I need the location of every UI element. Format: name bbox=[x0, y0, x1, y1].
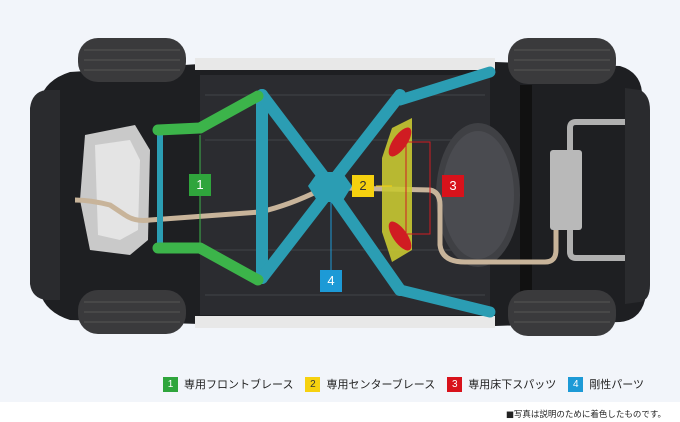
underbody-diagram: 1 2 3 4 1 専用フロントブレース 2 専用センターブレース 3 専用床下… bbox=[0, 0, 680, 402]
wheels bbox=[78, 38, 616, 336]
legend-item-front-brace: 1 専用フロントブレース bbox=[163, 376, 293, 392]
legend-item-underfloor-spats: 3 専用床下スパッツ bbox=[447, 376, 556, 392]
legend-badge-3: 3 bbox=[447, 376, 463, 392]
legend-badge-2: 2 bbox=[305, 376, 321, 392]
rear-left-wheel bbox=[508, 38, 616, 84]
rigidity-parts bbox=[157, 66, 496, 318]
car-underbody-illustration bbox=[30, 38, 650, 336]
legend-badge-4: 4 bbox=[568, 376, 584, 392]
rear-right-wheel bbox=[508, 290, 616, 336]
legend: 1 専用フロントブレース 2 専用センターブレース 3 専用床下スパッツ 4 剛… bbox=[163, 376, 644, 392]
underfloor-spats bbox=[388, 127, 431, 251]
front-brace bbox=[152, 90, 264, 286]
legend-label: 専用フロントブレース bbox=[184, 378, 294, 391]
legend-item-rigidity-parts: 4 剛性パーツ bbox=[568, 376, 644, 392]
legend-label: 専用床下スパッツ bbox=[468, 378, 557, 391]
callout-tag-3: 3 bbox=[442, 175, 464, 197]
legend-item-center-brace: 2 専用センターブレース bbox=[305, 376, 435, 392]
legend-badge-1: 1 bbox=[163, 376, 178, 392]
legend-label: 剛性パーツ bbox=[589, 378, 645, 391]
callout-tag-2: 2 bbox=[352, 175, 374, 197]
footnote: ■写真は説明のために着色したものです。 bbox=[505, 410, 666, 420]
center-node bbox=[308, 172, 352, 202]
callout-tag-4: 4 bbox=[320, 270, 342, 292]
callout-tag-1: 1 bbox=[189, 174, 211, 196]
legend-label: 専用センターブレース bbox=[326, 378, 436, 391]
